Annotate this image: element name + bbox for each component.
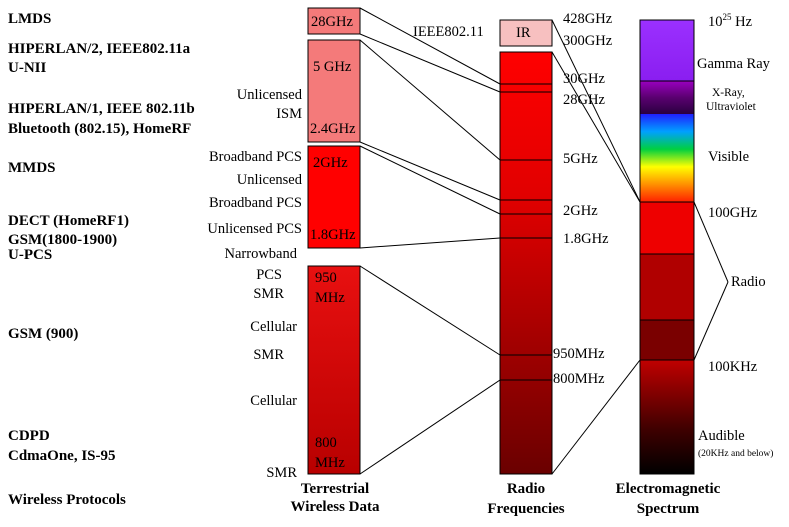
- protocol-lmds: LMDS: [8, 11, 52, 27]
- band-smr-3: SMR: [266, 465, 297, 481]
- protocol-upcs: U-PCS: [8, 247, 53, 263]
- spectrum-label-100khz: 100KHz: [708, 359, 758, 375]
- band-smr-2: SMR: [253, 347, 284, 363]
- terrestrial-title-2: Wireless Data: [290, 499, 380, 515]
- radio-label-5ghz: 5GHz: [563, 151, 598, 167]
- terrestrial-label-24ghz: 2.4GHz: [310, 121, 356, 137]
- protocol-cdpd: CDPD: [8, 428, 50, 444]
- radio-label-ir: IR: [516, 25, 531, 41]
- radio-label-28ghz: 28GHz: [563, 92, 605, 108]
- spectrum-xray: [640, 81, 694, 114]
- band-narrowband: Narrowband: [224, 246, 297, 262]
- protocol-hiperlan1: HIPERLAN/1, IEEE 802.11b: [8, 101, 195, 117]
- band-cellular-1: Cellular: [250, 319, 297, 335]
- spectrum-label-hz: 1025 Hz: [708, 12, 753, 30]
- protocol-mmds: MMDS: [8, 160, 56, 176]
- band-cellular-2: Cellular: [250, 393, 297, 409]
- spectrum-audible: [640, 360, 694, 474]
- radio-label-2ghz: 2GHz: [563, 203, 598, 219]
- radio-ir-box: [499, 19, 553, 47]
- terrestrial-label-18ghz: 1.8GHz: [310, 227, 356, 243]
- band-pcs: PCS: [256, 267, 282, 283]
- band-unlicensed-1: Unlicensed: [236, 172, 302, 188]
- terrestrial-band-pcs: [307, 145, 361, 249]
- protocol-bluetooth: Bluetooth (802.15), HomeRF: [8, 121, 192, 137]
- spectrum-label-xray-1: X-Ray,: [712, 87, 745, 99]
- protocol-hiperlan2: HIPERLAN/2, IEEE802.11a: [8, 41, 191, 57]
- band-unlicensed-ism-2: ISM: [276, 106, 302, 122]
- radio-label-428ghz: 428GHz: [563, 11, 613, 27]
- spectrum-radio-mid: [640, 254, 694, 320]
- terrestrial-band-cellular: [307, 265, 361, 475]
- terrestrial-label-28ghz: 28GHz: [311, 14, 353, 30]
- spectrum-label-xray-2: Ultraviolet: [706, 101, 756, 113]
- spectrum-label-radio: Radio: [731, 274, 766, 290]
- spectrum-radio-low: [640, 320, 694, 360]
- radio-bar: [499, 51, 553, 475]
- terrestrial-band-ism: [307, 39, 361, 143]
- radio-label-300ghz: 300GHz: [563, 33, 613, 49]
- terrestrial-label-800: 800: [315, 435, 337, 451]
- spectrum-label-100ghz: 100GHz: [708, 205, 758, 221]
- spectrum-radio-upper: [640, 202, 694, 254]
- protocol-cdmaone: CdmaOne, IS-95: [8, 448, 116, 464]
- radio-label-950mhz: 950MHz: [553, 346, 605, 362]
- spectrum-label-audible-note: (20KHz and below): [698, 449, 774, 459]
- radio-label-30ghz: 30GHz: [563, 71, 605, 87]
- band-broadband-pcs-1: Broadband PCS: [208, 149, 302, 165]
- band-broadband-pcs-2: Broadband PCS: [208, 195, 302, 211]
- terrestrial-title-1: Terrestrial: [300, 481, 370, 497]
- terrestrial-label-5ghz: 5 GHz: [313, 59, 352, 75]
- spectrum-label-gamma: Gamma Ray: [697, 56, 770, 72]
- band-unlicensed-ism-1: Unlicensed: [236, 87, 302, 103]
- spectrum-label-visible: Visible: [708, 149, 750, 165]
- terrestrial-label-2ghz: 2GHz: [313, 155, 348, 171]
- spectrum-title-2: Spectrum: [636, 501, 700, 517]
- band-unlicensed-pcs: Unlicensed PCS: [207, 221, 302, 237]
- terrestrial-label-950-mhz: MHz: [315, 290, 345, 306]
- radio-title-2: Frequencies: [487, 501, 565, 517]
- spectrum-title-1: Electromagnetic: [615, 481, 721, 497]
- protocols-footer: Wireless Protocols: [8, 492, 126, 508]
- terrestrial-band-28ghz: [307, 7, 361, 35]
- radio-label-ieee: IEEE802.11: [413, 24, 484, 40]
- connector-lines: [359, 7, 729, 475]
- spectrum-visible: [640, 114, 694, 202]
- radio-label-800mhz: 800MHz: [553, 371, 605, 387]
- spectrum-frame: [639, 19, 695, 475]
- terrestrial-label-800-mhz: MHz: [315, 455, 345, 471]
- radio-title-1: Radio: [506, 481, 546, 497]
- protocol-dect: DECT (HomeRF1): [8, 213, 129, 229]
- protocol-gsm1800: GSM(1800-1900): [8, 232, 118, 248]
- protocol-gsm900: GSM (900): [8, 326, 79, 342]
- terrestrial-label-950: 950: [315, 270, 337, 286]
- protocol-unii: U-NII: [8, 60, 47, 76]
- radio-label-18ghz: 1.8GHz: [563, 231, 609, 247]
- band-smr-1: SMR: [253, 286, 284, 302]
- spectrum-label-audible: Audible: [698, 428, 745, 444]
- spectrum-gamma: [640, 20, 694, 81]
